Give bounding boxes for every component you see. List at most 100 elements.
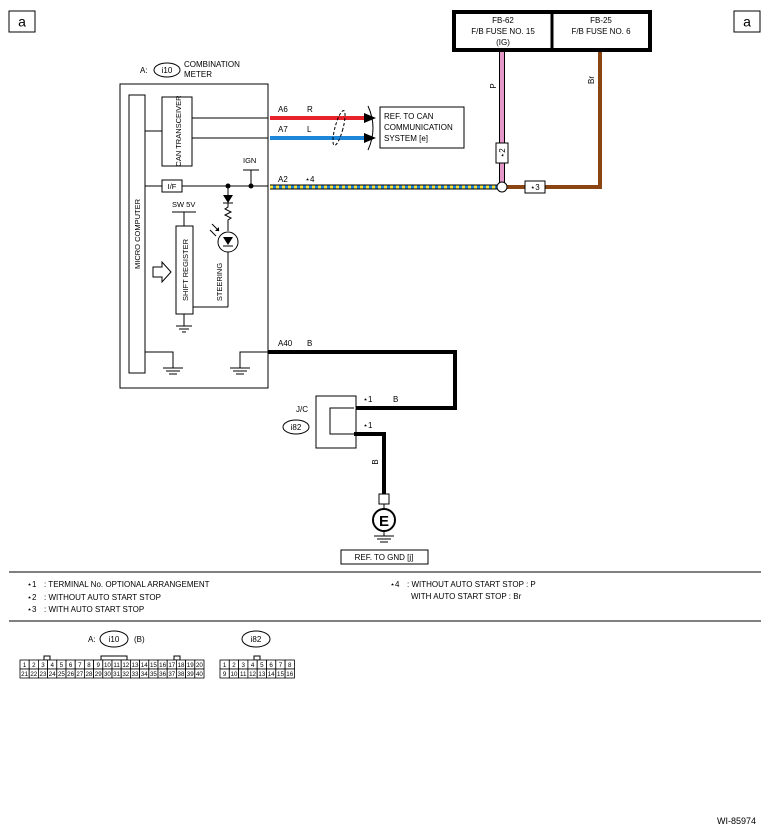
- pin-number: 18: [178, 662, 185, 669]
- notes: ⋆1 : TERMINAL No. OPTIONAL ARRANGEMENT ⋆…: [27, 580, 536, 614]
- wire-color-a40: B: [307, 339, 312, 348]
- pin-number: 4: [251, 662, 255, 669]
- interface-label: I/F: [168, 182, 177, 191]
- wire-a40: A40 B ⋆1 B: [268, 339, 457, 410]
- pin-number: 16: [159, 662, 166, 669]
- pin-number: 20: [196, 662, 203, 669]
- pin-number: 29: [95, 671, 102, 678]
- sw5v-label: SW 5V: [172, 200, 195, 209]
- option-star4: ⋆4: [305, 175, 315, 184]
- wire-a6: A6 R: [270, 105, 376, 123]
- pin-number: 14: [268, 671, 275, 678]
- fuse-left-name: F/B FUSE NO. 15: [471, 27, 535, 36]
- note-1-star: ⋆1: [27, 580, 37, 589]
- wire-pink: P: [489, 52, 505, 186]
- fuse-right-name: F/B FUSE NO. 6: [571, 27, 631, 36]
- option-label-star3: ⋆3: [524, 180, 546, 194]
- pin-number: 15: [277, 671, 284, 678]
- pin-number: 40: [196, 671, 203, 678]
- pin-number: 13: [258, 671, 265, 678]
- pin-number: 2: [32, 662, 36, 669]
- pin-number: 39: [187, 671, 194, 678]
- terminal-a6: A6: [278, 105, 288, 114]
- pin-number: 13: [132, 662, 139, 669]
- i82-name: i82: [251, 635, 262, 644]
- svg-text:a: a: [18, 14, 26, 30]
- terminal-a7: A7: [278, 125, 288, 134]
- fuse-left-note: (IG): [496, 38, 510, 47]
- note-2-star: ⋆2: [27, 593, 37, 602]
- meter-prefix: A:: [140, 66, 148, 75]
- pin-number: 11: [113, 662, 120, 669]
- pin-number: 28: [86, 671, 93, 678]
- note-4-line2: WITH AUTO START STOP : Br: [411, 592, 522, 601]
- meter-title-2: METER: [184, 70, 212, 79]
- pin-number: 3: [242, 662, 246, 669]
- note-4-line1: : WITHOUT AUTO START STOP : P: [407, 580, 536, 589]
- note-2-text: : WITHOUT AUTO START STOP: [44, 593, 161, 602]
- pin-number: 21: [21, 671, 28, 678]
- meter-connector: i10: [162, 66, 173, 75]
- pin-number: 17: [168, 662, 175, 669]
- pin-number: 9: [223, 671, 227, 678]
- pin-number: 32: [122, 671, 129, 678]
- note-3-text: : WITH AUTO START STOP: [44, 605, 144, 614]
- note-1-text: : TERMINAL No. OPTIONAL ARRANGEMENT: [44, 580, 210, 589]
- svg-text:⋆2: ⋆2: [498, 148, 507, 158]
- pin-number: 16: [286, 671, 293, 678]
- fuse-box: FB-62 F/B FUSE NO. 15 (IG) FB-25 F/B FUS…: [452, 10, 652, 52]
- twisted-pair-mark: [332, 105, 374, 151]
- page-mark-right: a: [733, 10, 761, 33]
- pin-number: 33: [132, 671, 139, 678]
- pin-number: 2: [232, 662, 236, 669]
- ground-symbol: E: [379, 513, 389, 530]
- pin-number: 5: [260, 662, 264, 669]
- pin-number: 12: [122, 662, 129, 669]
- pin-number: 24: [49, 671, 56, 678]
- pin-number: 25: [58, 671, 65, 678]
- pin-number: 11: [240, 671, 247, 678]
- pin-number: 35: [150, 671, 157, 678]
- pin-number: 38: [178, 671, 185, 678]
- option-label-star2: ⋆2: [495, 142, 509, 164]
- svg-text:REF. TO CAN: REF. TO CAN: [384, 112, 434, 121]
- pin-number: 27: [76, 671, 83, 678]
- shift-register-label: SHIFT REGISTER: [181, 238, 190, 301]
- pin-number: 23: [40, 671, 47, 678]
- pin-number: 8: [288, 662, 292, 669]
- i10-prefix: A:: [88, 635, 96, 644]
- wire-color-r: R: [307, 105, 313, 114]
- ground-reference-box: REF. TO GND [j]: [340, 549, 429, 565]
- pin-number: 4: [50, 662, 54, 669]
- can-reference-box: REF. TO CAN COMMUNICATION SYSTEM [e]: [379, 106, 465, 149]
- fuse-right-id: FB-25: [590, 16, 612, 25]
- wire-color-l: L: [307, 125, 312, 134]
- pin-number: 1: [223, 662, 227, 669]
- pin-number: 6: [69, 662, 73, 669]
- jc-out-star: ⋆1: [363, 421, 373, 430]
- fuse-left-id: FB-62: [492, 16, 514, 25]
- note-3-star: ⋆3: [27, 605, 37, 614]
- svg-text:SYSTEM [e]: SYSTEM [e]: [384, 134, 428, 143]
- pin-number: 30: [104, 671, 111, 678]
- pin-number: 7: [78, 662, 82, 669]
- pin-number: 19: [187, 662, 194, 669]
- pin-number: 34: [141, 671, 148, 678]
- pin-number: 36: [159, 671, 166, 678]
- pin-number: 12: [249, 671, 256, 678]
- svg-text:⋆3: ⋆3: [530, 183, 540, 192]
- wire-a7: A7 L: [270, 125, 376, 143]
- pin-number: 1: [23, 662, 27, 669]
- svg-text:a: a: [743, 14, 751, 30]
- i10-name: i10: [109, 635, 120, 644]
- pin-number: 7: [279, 662, 283, 669]
- pin-number: 5: [60, 662, 64, 669]
- ground-point: E: [372, 508, 396, 543]
- steering-label: STEERING: [215, 263, 224, 302]
- terminal-a2: A2: [278, 175, 288, 184]
- wire-a2: A2 ⋆4: [270, 175, 508, 193]
- ign-label: IGN: [243, 156, 256, 165]
- note-4-star: ⋆4: [390, 580, 400, 589]
